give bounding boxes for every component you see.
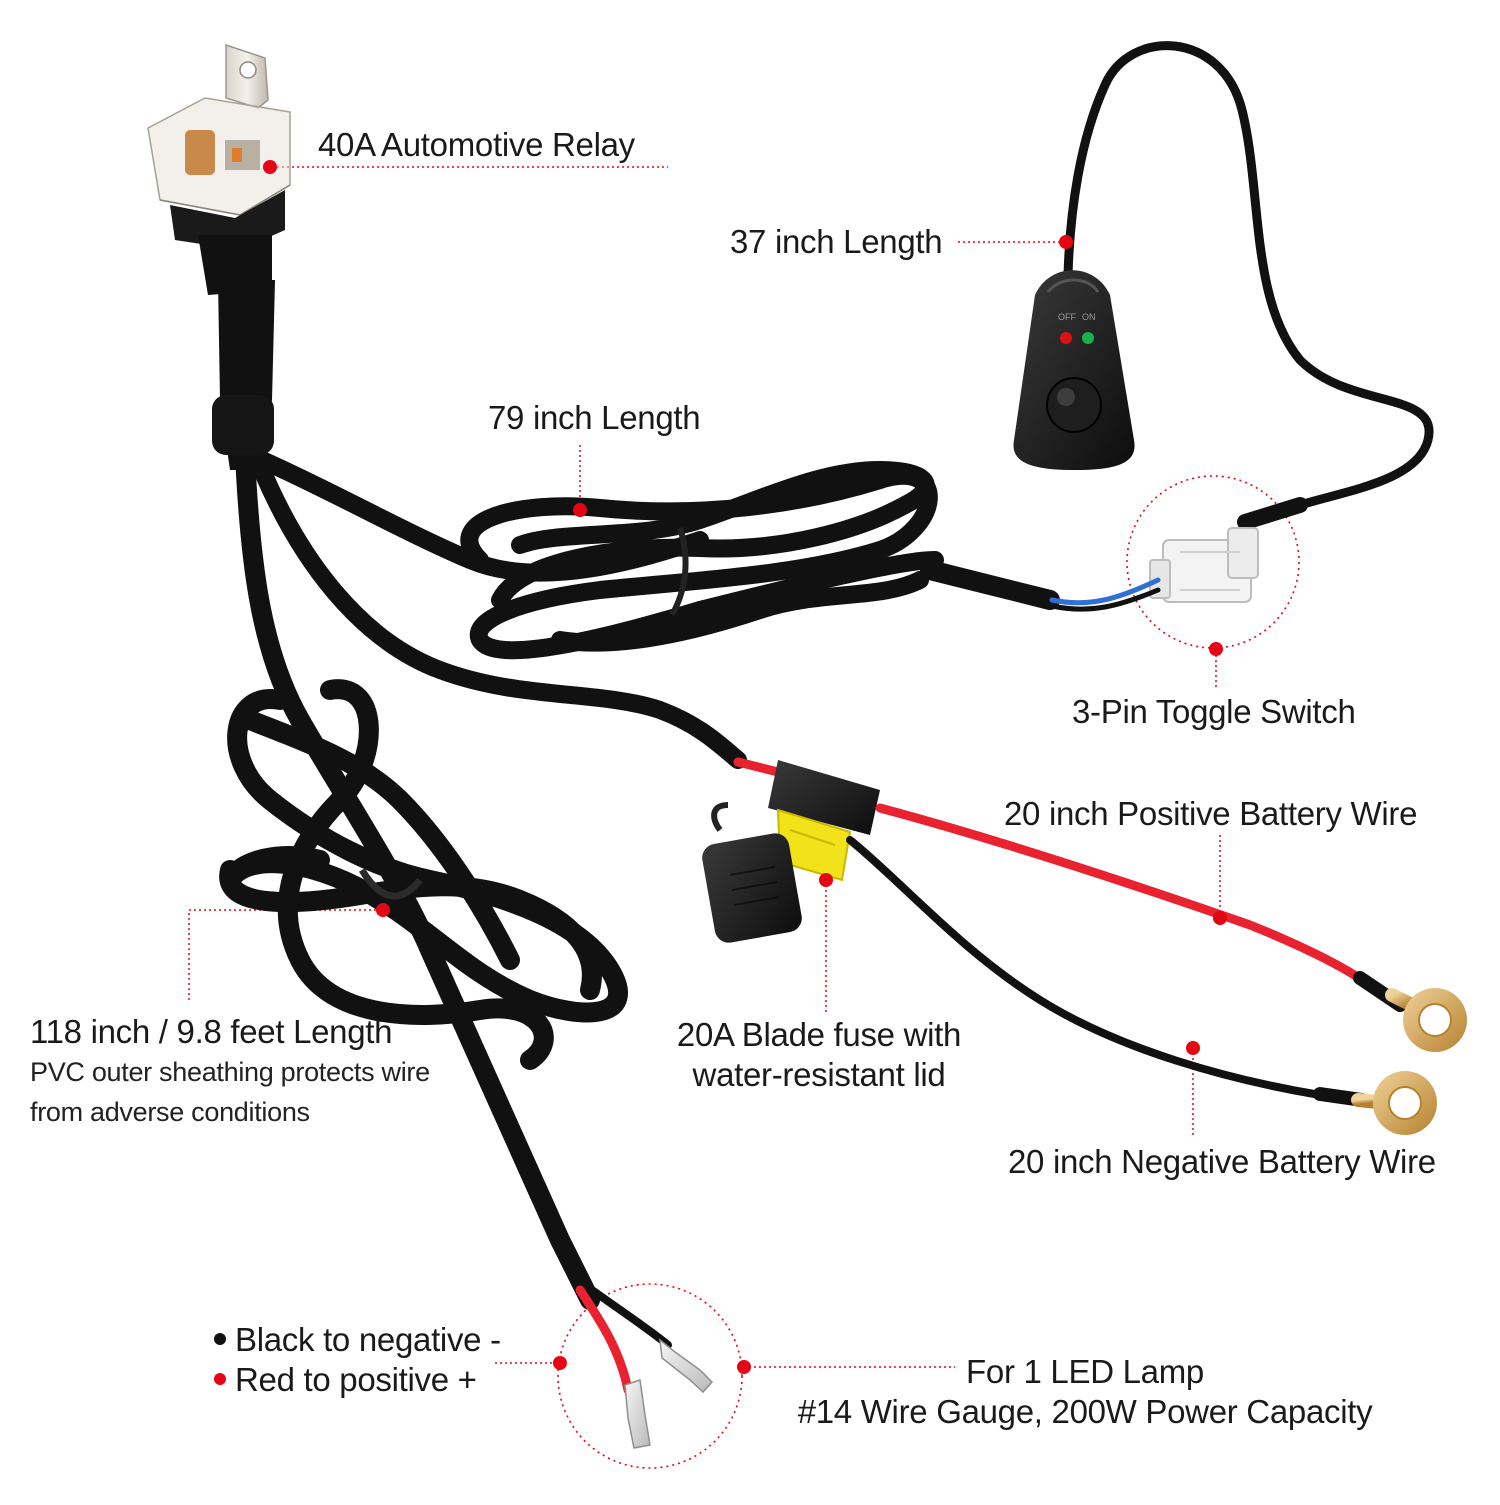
black-negative-label: Black to negative - bbox=[235, 1321, 501, 1358]
lamp-lead-wires bbox=[575, 1285, 672, 1395]
harness-tie bbox=[358, 868, 423, 900]
coil-tie bbox=[669, 527, 689, 617]
fuse-label: 20A Blade fuse with water-resistant lid bbox=[660, 1015, 978, 1095]
switch-lead-wire bbox=[1063, 41, 1434, 530]
harness-desc-line2: from adverse conditions bbox=[30, 1097, 310, 1127]
main-length-label: 79 inch Length bbox=[488, 399, 701, 436]
lamp-label-line1: For 1 LED Lamp bbox=[966, 1353, 1204, 1390]
positive-wire-label: 20 inch Positive Battery Wire bbox=[1004, 795, 1418, 832]
black-negative-item: Black to negative - bbox=[214, 1320, 501, 1360]
red-bullet-icon bbox=[214, 1373, 226, 1386]
harness-desc-line1: PVC outer sheathing protects wire bbox=[30, 1057, 430, 1087]
fuse-branch-wire bbox=[253, 461, 747, 769]
connector-icon bbox=[1149, 527, 1259, 603]
red-positive-item: Red to positive + bbox=[214, 1360, 501, 1400]
black-bullet-icon bbox=[214, 1333, 226, 1346]
lamp-label-line2: #14 Wire Gauge, 200W Power Capacity bbox=[797, 1393, 1373, 1430]
relay-trunk bbox=[212, 280, 275, 470]
connector-wires bbox=[920, 560, 1161, 612]
fuse-label-line2: water-resistant lid bbox=[692, 1056, 946, 1093]
long-harness-wire bbox=[219, 445, 628, 1310]
ring-terminal-icon bbox=[1385, 988, 1467, 1052]
switch-length-label: 37 inch Length bbox=[730, 223, 943, 260]
toggle-switch-callout-circle bbox=[1126, 475, 1300, 649]
blade-fuse-icon bbox=[702, 760, 880, 943]
negative-wire-label: 20 inch Negative Battery Wire bbox=[1008, 1143, 1436, 1180]
ring-terminal-icon-2 bbox=[1351, 1071, 1437, 1135]
switch-off-text: OFF bbox=[1058, 312, 1076, 322]
fuse-label-line1: 20A Blade fuse with bbox=[676, 1016, 962, 1053]
terminal-callout-circle bbox=[557, 1283, 743, 1469]
relay-icon bbox=[147, 43, 291, 295]
leader-lines bbox=[188, 166, 1221, 1368]
callout-dot-icon bbox=[263, 160, 1227, 1374]
harness-length-block: 118 inch / 9.8 feet Length PVC outer she… bbox=[30, 1012, 430, 1132]
toggle-switch-icon: OFF ON bbox=[1013, 270, 1135, 470]
red-positive-label: Red to positive + bbox=[235, 1361, 477, 1398]
harness-length-label: 118 inch / 9.8 feet Length bbox=[30, 1013, 393, 1050]
switch-on-text: ON bbox=[1082, 312, 1096, 322]
lamp-label: For 1 LED Lamp #14 Wire Gauge, 200W Powe… bbox=[790, 1352, 1380, 1432]
main-coiled-wire bbox=[253, 451, 944, 660]
toggle-switch-label: 3-Pin Toggle Switch bbox=[1072, 693, 1356, 730]
polarity-legend: Black to negative - Red to positive + bbox=[214, 1320, 501, 1400]
spade-terminal-icon bbox=[624, 1338, 714, 1449]
relay-label: 40A Automotive Relay bbox=[318, 126, 635, 163]
